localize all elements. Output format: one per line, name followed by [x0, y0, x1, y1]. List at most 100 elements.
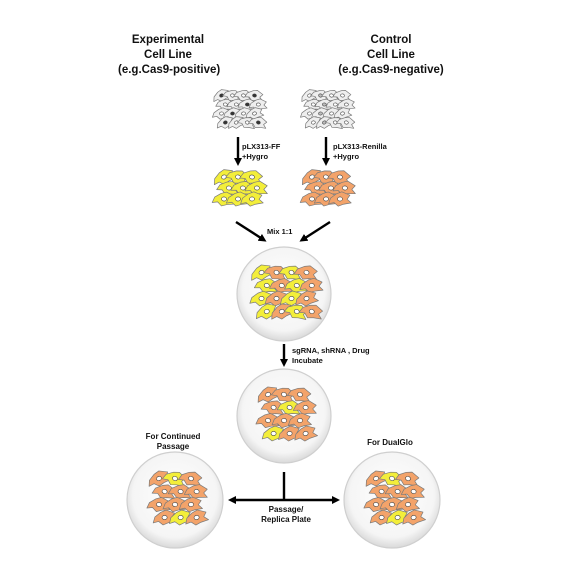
mixed-cell-13-nucleus — [278, 309, 285, 314]
mixed-cell-10-nucleus — [288, 296, 295, 301]
continued-cell-8 — [178, 496, 203, 513]
experimental-untransduced-cell-12-nucleus — [223, 120, 228, 125]
replica-plate-label: Passage/ Replica Plate — [238, 505, 334, 525]
treatment-line1: sgRNA, shRNA , Drug — [292, 346, 370, 355]
mixed-cell-7 — [299, 277, 324, 294]
treated-cell-4-nucleus — [286, 405, 293, 410]
experimental-untransduced-cell-7 — [248, 98, 268, 111]
experimental-title-line1: Experimental — [131, 34, 205, 46]
mix-label: Mix 1:1 — [267, 227, 293, 236]
control-renilla-cell-2-nucleus — [337, 174, 343, 180]
dualglo-cell-5 — [400, 484, 425, 499]
control-untransduced-cell-5-nucleus — [322, 102, 327, 107]
control-untransduced-cell-9-nucleus — [318, 111, 323, 116]
dualglo-cell-5-nucleus — [410, 489, 417, 494]
dualglo-cell-8 — [395, 496, 420, 513]
control-renilla-cell-3-nucleus — [314, 185, 320, 191]
continued-cell-5-nucleus — [193, 489, 200, 494]
experimental-untransduced-cell-11 — [245, 107, 265, 120]
replica-plate-line1: Passage/ — [268, 505, 304, 514]
dualglo-cell-2-nucleus — [405, 476, 411, 481]
control-untransduced-cell-15-nucleus — [344, 120, 349, 125]
experimental-ff-cell-5 — [244, 180, 268, 196]
control-renilla-cell-5 — [332, 180, 356, 196]
dualglo-cell-3-nucleus — [378, 489, 385, 494]
mixed-cell-15-nucleus — [308, 309, 315, 314]
mixed-cell-2-nucleus — [288, 270, 295, 275]
mixed-cell-9-nucleus — [273, 296, 280, 301]
experimental-ff-cell-4-nucleus — [240, 185, 246, 191]
dualglo-cell-10-nucleus — [394, 515, 401, 520]
treated-cell-11 — [294, 425, 318, 442]
mixed-cell-11 — [295, 290, 319, 307]
dualglo-cell-7-nucleus — [389, 502, 395, 507]
experimental-ff-cell-2-nucleus — [249, 174, 255, 180]
continued-cell-10-nucleus — [177, 515, 184, 520]
control-renilla-cell-4-nucleus — [328, 185, 334, 191]
treated-cell-1-nucleus — [281, 392, 287, 397]
continued-cell-11-nucleus — [193, 515, 200, 520]
experimental-title-line3: (e.g.Cas9-positive) — [118, 64, 221, 76]
treated-cell-2 — [287, 387, 312, 403]
mixed-cell-8-nucleus — [258, 296, 265, 301]
control-reagent-line1: pLX313-Renilla — [333, 142, 387, 151]
experimental-untransduced-cell-4 — [215, 98, 235, 111]
control-untransduced-cell-7-nucleus — [344, 102, 349, 107]
control-untransduced-cell-8-nucleus — [307, 111, 312, 116]
experimental-ff-cell-8-nucleus — [249, 196, 255, 202]
continued-cell-11 — [185, 509, 209, 526]
experimental-ff-cell-2 — [239, 170, 263, 185]
control-untransduced-cell-6-nucleus — [333, 102, 338, 107]
control-untransduced-cell-12-nucleus — [311, 120, 316, 125]
dualglo-line1: For DualGlo — [367, 438, 413, 447]
experimental-reagent-line1: pLX313-FF — [242, 142, 281, 151]
experimental-title: Experimental Cell Line (e.g.Cas9-positiv… — [118, 33, 221, 78]
treatment-label: sgRNA, shRNA , Drug Incubate — [292, 346, 370, 366]
experimental-ff-cell-6-nucleus — [221, 196, 227, 202]
dualglo-cell-11-nucleus — [410, 515, 417, 520]
mixed-cell-5-nucleus — [278, 283, 285, 288]
treated-cell-10-nucleus — [286, 431, 293, 436]
control-untransduced-cell-7 — [336, 98, 356, 111]
control-title: Control Cell Line (e.g.Cas9-negative) — [336, 33, 446, 78]
experimental-untransduced-cell-6-nucleus — [245, 102, 250, 107]
control-untransduced-cell-10-nucleus — [329, 111, 334, 116]
dualglo-cell-2 — [395, 471, 420, 487]
control-title-line3: (e.g.Cas9-negative) — [338, 64, 444, 76]
continued-cell-4-nucleus — [177, 489, 184, 494]
experimental-untransduced-cell-3-nucleus — [252, 93, 257, 98]
experimental-ff-cell-8 — [240, 191, 264, 207]
treated-cell-8 — [287, 412, 312, 429]
control-renilla-cell-7-nucleus — [323, 196, 329, 202]
dualglo-cell-9-nucleus — [378, 515, 385, 520]
dualglo-label: For DualGlo — [350, 438, 430, 448]
mixed-cell-0-nucleus — [258, 270, 265, 275]
treated-cell-5-nucleus — [302, 405, 309, 410]
experimental-untransduced-cell-10-nucleus — [241, 111, 246, 116]
mixed-cell-4-nucleus — [263, 283, 270, 288]
experimental-untransduced-cell-9-nucleus — [230, 111, 235, 116]
continued-cell-2-nucleus — [188, 476, 194, 481]
mixed-cell-6-nucleus — [293, 283, 300, 288]
treated-cell-7-nucleus — [281, 418, 287, 423]
control-title-line2: Cell Line — [367, 49, 415, 61]
replica-plate-line2: Replica Plate — [261, 515, 311, 524]
control-renilla-cell-5-nucleus — [342, 185, 348, 191]
treated-cell-2-nucleus — [297, 392, 303, 397]
treated-cell-6-nucleus — [265, 418, 271, 423]
control-untransduced-cell-11-nucleus — [340, 111, 345, 116]
dualglo-cell-3 — [368, 484, 393, 499]
treated-cell-9-nucleus — [270, 431, 277, 436]
experimental-untransduced-cell-7-nucleus — [256, 102, 261, 107]
treated-cell-5 — [292, 400, 317, 415]
continued-passage-line1: For Continued — [145, 432, 201, 441]
continued-cell-9-nucleus — [161, 515, 168, 520]
treated-cell-3 — [260, 400, 285, 415]
control-untransduced-cell-15 — [336, 117, 356, 129]
experimental-ff-cell-3-nucleus — [226, 185, 232, 191]
treated-cell-8-nucleus — [297, 418, 303, 423]
control-title-line1: Control — [370, 34, 412, 46]
mixed-cell-4 — [253, 278, 278, 293]
